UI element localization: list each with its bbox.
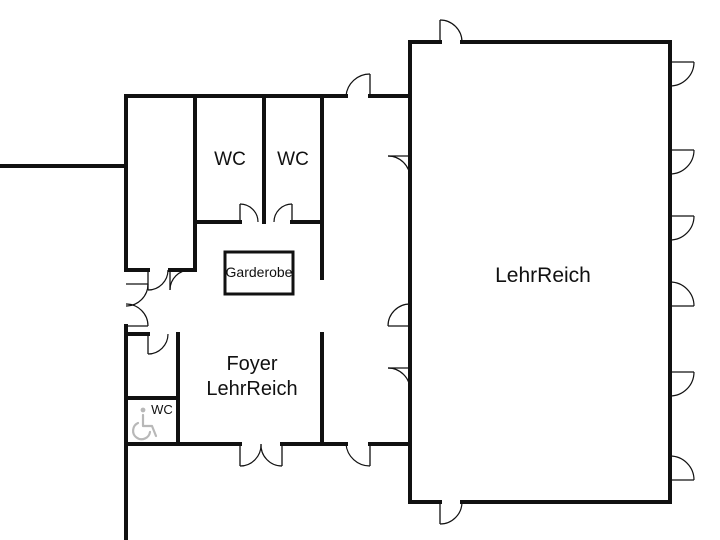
wc-right-label: WC — [277, 149, 309, 170]
doors — [125, 19, 695, 525]
wheelchair-icon — [132, 407, 158, 441]
cloakroom-label: Garderobe — [226, 264, 293, 280]
foyer-label-line2: LehrReich — [206, 378, 297, 400]
wc-accessible-label: WC — [151, 402, 173, 417]
foyer-label-line1: Foyer — [226, 353, 277, 375]
walls — [0, 40, 672, 540]
hall-label: LehrReich — [495, 264, 591, 287]
wc-left-label: WC — [214, 149, 246, 170]
